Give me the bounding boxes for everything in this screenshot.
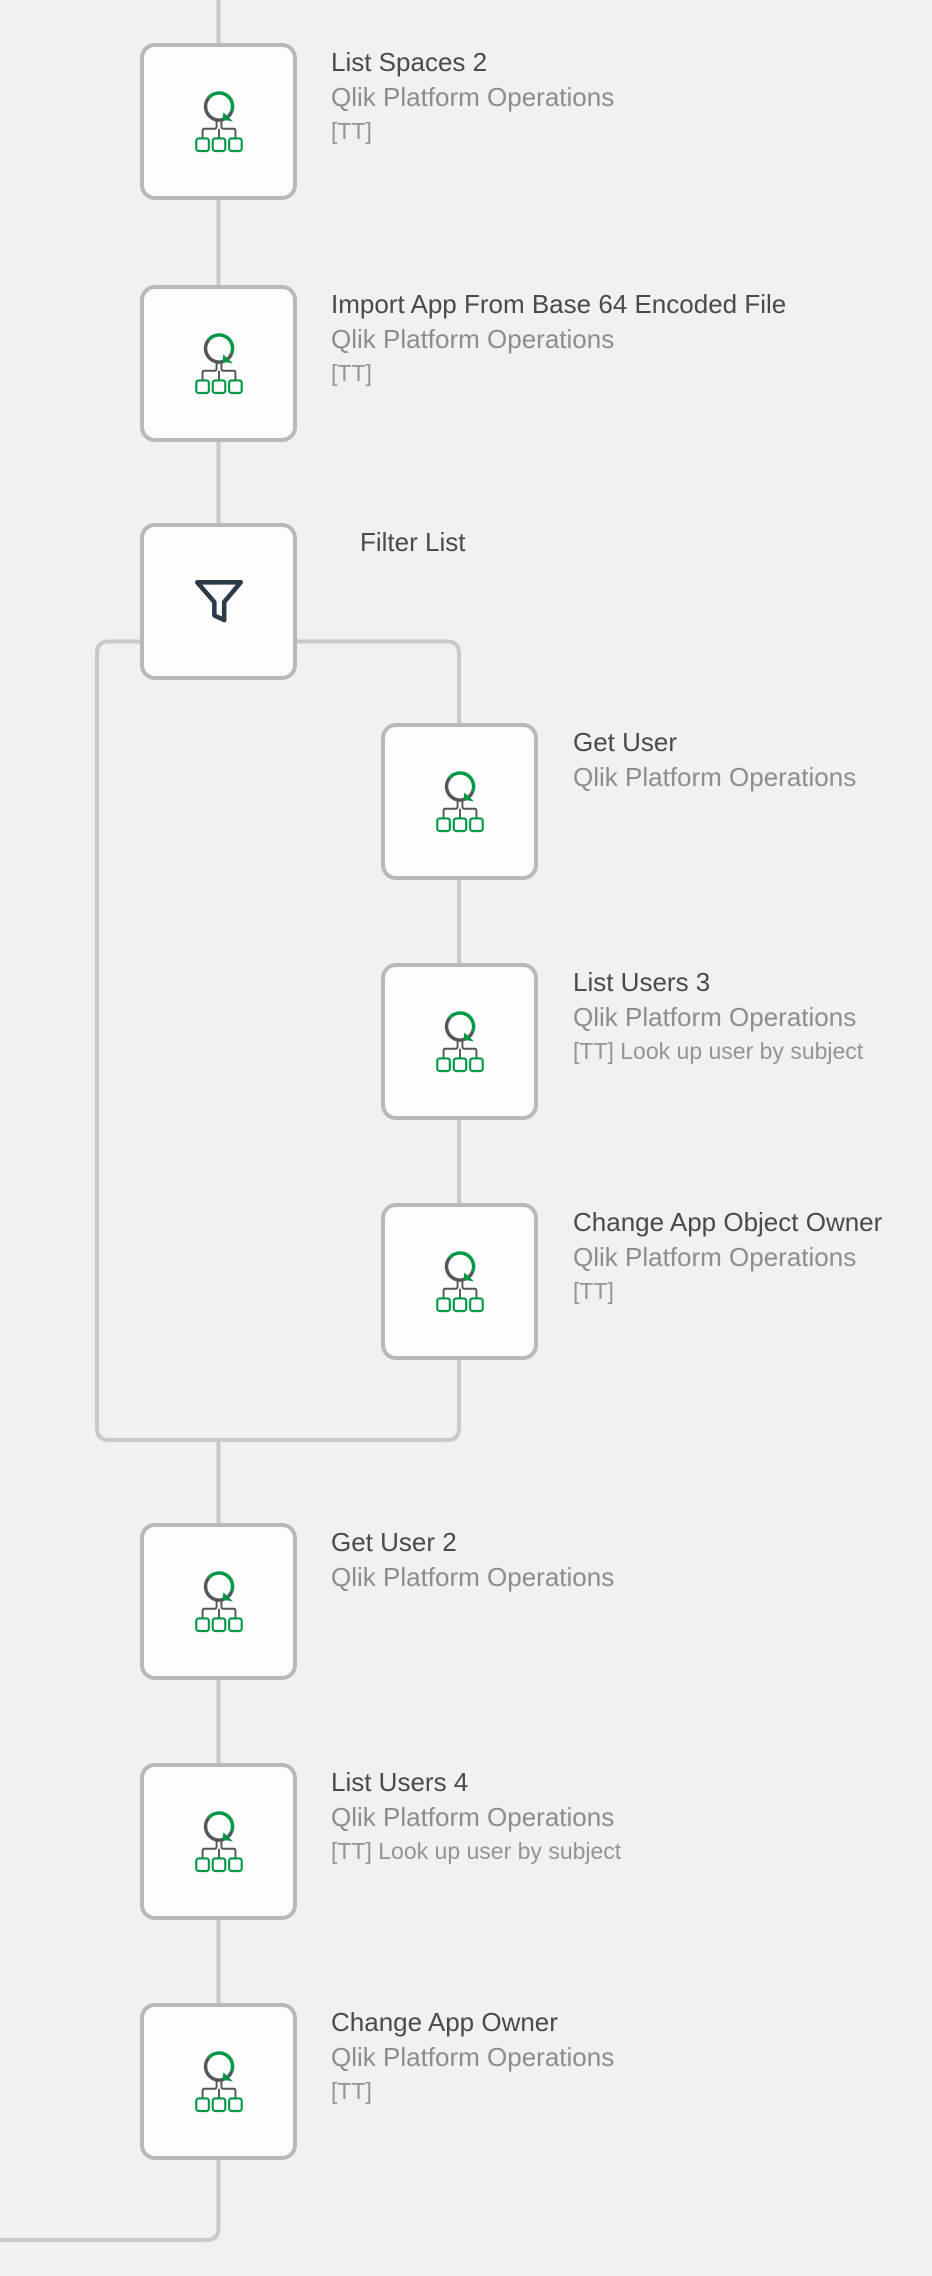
qlik-platform-operations-icon [435,1010,484,1072]
block-title: List Users 3 [573,967,711,997]
block-subtitle: Qlik Platform Operations [331,324,615,354]
qlik-platform-operations-icon [194,2050,243,2112]
block-label-list-users-4: List Users 4 Qlik Platform Operations [T… [331,1765,621,1868]
block-change-app-owner[interactable] [140,2003,297,2160]
block-label-get-user: Get User Qlik Platform Operations [573,725,856,795]
block-get-user-2[interactable] [140,1523,297,1680]
qlik-platform-operations-icon [194,332,243,394]
qlik-platform-operations-icon [435,770,484,832]
block-get-user[interactable] [381,723,538,880]
block-label-get-user-2: Get User 2 Qlik Platform Operations [331,1525,614,1595]
block-subtitle: Qlik Platform Operations [331,82,615,112]
block-change-app-object-owner[interactable] [381,1203,538,1360]
block-list-spaces-2[interactable] [140,43,297,200]
block-list-users-4[interactable] [140,1763,297,1920]
block-title: Get User 2 [331,1527,457,1557]
block-note: [TT] [331,118,372,144]
qlik-platform-operations-icon [194,90,243,152]
block-title: List Spaces 2 [331,47,488,77]
block-title: Filter List [360,527,466,557]
filter-funnel-icon [194,579,243,622]
block-note: [TT] Look up user by subject [331,1838,622,1864]
block-filter-list[interactable] [140,523,297,680]
block-label-import-app: Import App From Base 64 Encoded File Qli… [331,287,786,390]
block-label-filter-list: Filter List [360,525,465,560]
qlik-platform-operations-icon [194,1810,243,1872]
qlik-platform-operations-icon [194,1570,243,1632]
block-note: [TT] [573,1278,614,1304]
block-subtitle: Qlik Platform Operations [573,1242,857,1272]
qlik-platform-operations-icon [435,1250,484,1312]
block-subtitle: Qlik Platform Operations [573,762,857,792]
block-note: [TT] Look up user by subject [573,1038,864,1064]
block-title: Change App Object Owner [573,1207,883,1237]
block-label-list-spaces-2: List Spaces 2 Qlik Platform Operations [… [331,45,614,148]
block-title: Change App Owner [331,2007,558,2037]
block-list-users-3[interactable] [381,963,538,1120]
block-note: [TT] [331,360,372,386]
block-title: Get User [573,727,678,757]
block-label-change-app-object-owner: Change App Object Owner Qlik Platform Op… [573,1205,882,1308]
block-subtitle: Qlik Platform Operations [573,1002,857,1032]
block-subtitle: Qlik Platform Operations [331,1802,615,1832]
block-title: Import App From Base 64 Encoded File [331,289,787,319]
block-subtitle: Qlik Platform Operations [331,2042,615,2072]
block-subtitle: Qlik Platform Operations [331,1562,615,1592]
block-label-list-users-3: List Users 3 Qlik Platform Operations [T… [573,965,863,1068]
block-note: [TT] [331,2078,372,2104]
block-title: List Users 4 [331,1767,469,1797]
block-import-app-from-base64[interactable] [140,285,297,442]
block-label-change-app-owner: Change App Owner Qlik Platform Operation… [331,2005,614,2108]
